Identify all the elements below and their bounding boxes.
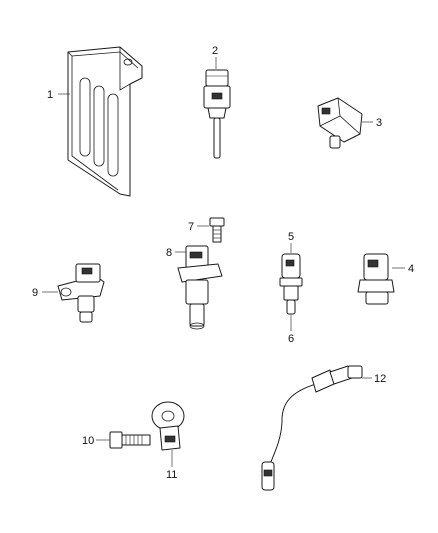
callout-11: 11	[166, 450, 177, 481]
callout-7: 7	[188, 221, 209, 233]
callout-number-9: 9	[32, 287, 38, 299]
callout-number-4: 4	[408, 263, 414, 275]
callout-3: 3	[362, 117, 382, 129]
callout-5: 5	[288, 231, 294, 253]
part-1-bracket	[67, 46, 143, 197]
part-2-temperature-sensor	[203, 69, 231, 159]
callout-1: 1	[47, 89, 70, 101]
part-9-crankshaft-sensor	[57, 263, 105, 323]
callout-number-8: 8	[166, 247, 172, 259]
callout-number-11: 11	[166, 469, 177, 481]
callout-9: 9	[32, 287, 58, 299]
part-12-oxygen-sensor	[261, 365, 363, 491]
callout-6: 6	[288, 315, 294, 345]
callout-number-6: 6	[288, 333, 294, 345]
callout-number-3: 3	[376, 117, 382, 129]
part-8-camshaft-sensor	[177, 245, 223, 330]
callout-12: 12	[362, 373, 386, 385]
part-11-knock-sensor	[151, 401, 185, 451]
callout-4: 4	[392, 263, 414, 275]
callout-number-12: 12	[374, 373, 386, 385]
part-4-pressure-sensor	[357, 253, 395, 305]
part-5-coolant-sensor	[279, 253, 303, 315]
callout-number-5: 5	[288, 231, 294, 243]
callout-number-10: 10	[82, 435, 94, 447]
part-7-bolt	[209, 217, 225, 243]
part-3-map-sensor	[317, 97, 363, 149]
callout-2: 2	[212, 45, 218, 69]
part-10-bolt	[109, 431, 151, 449]
callout-number-1: 1	[47, 89, 53, 101]
callout-number-2: 2	[212, 45, 218, 57]
callout-number-7: 7	[188, 221, 194, 233]
callout-10: 10	[82, 435, 110, 447]
callout-8: 8	[166, 247, 186, 259]
